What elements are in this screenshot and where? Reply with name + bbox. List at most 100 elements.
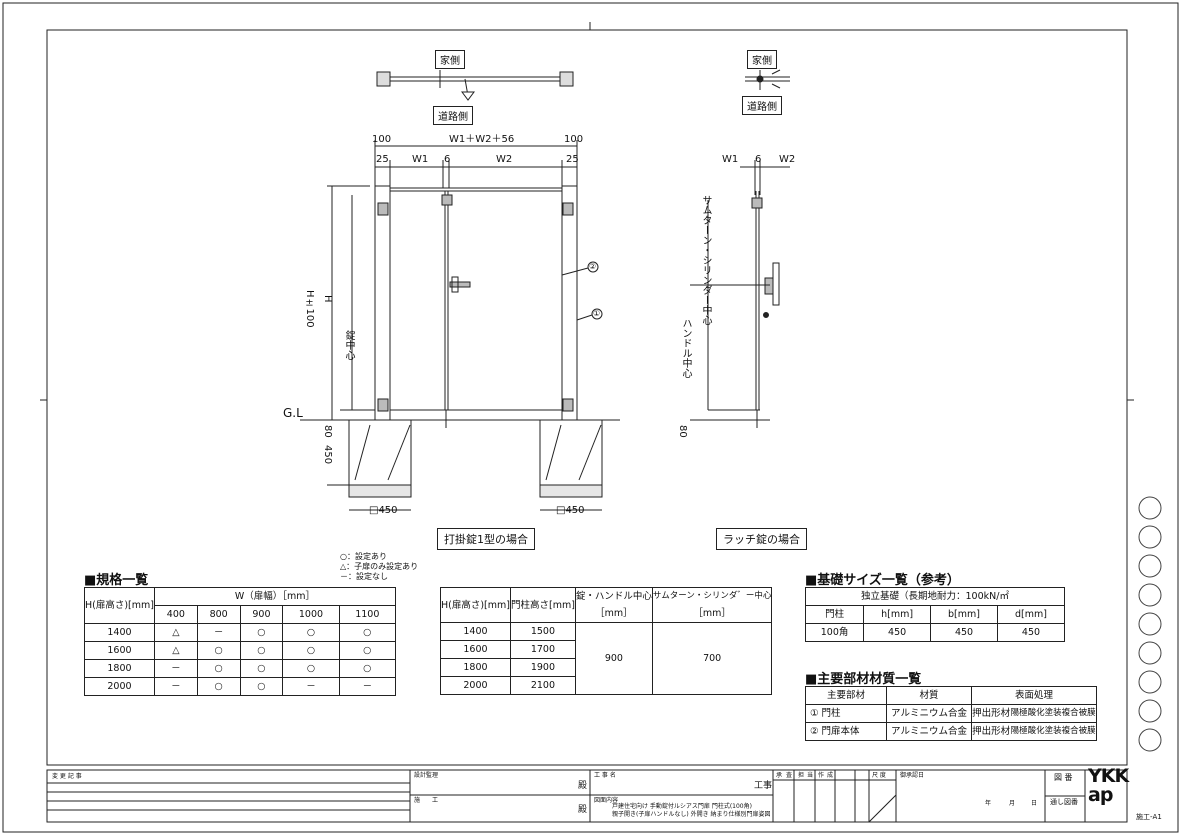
table-row: ② 門扉本体 アルミニウム合金 押出形材 陽極酸化塗装複合被膜 [805, 722, 1098, 741]
dim-80-right: 80 [677, 425, 688, 438]
ht-cell: 1900 [509, 658, 576, 677]
foundation-cell: 100角 [804, 623, 865, 642]
spec-w-header: W（扉幅）［mm］ [153, 587, 397, 606]
stamp-label: 担 [798, 772, 805, 779]
spec-cell: ○ [338, 623, 397, 642]
legend-set: ○：設定あり [340, 552, 387, 561]
foundation-size-right: □450 [556, 505, 585, 516]
plan-view-right [745, 69, 790, 90]
dim-h100: H±100 [304, 290, 315, 328]
table-row: 2000 2100 [440, 676, 772, 695]
legend-not-set: －：設定なし [340, 572, 388, 581]
foundation-header: b[mm] [930, 605, 998, 624]
legend-child-only: △：子扉のみ設定あり [340, 562, 419, 571]
callout-2: ② [589, 262, 597, 271]
spec-cell: ○ [239, 623, 284, 642]
lock-center-label: 錠中心 [343, 330, 354, 360]
materials-cell: 押出形材 [971, 704, 1011, 723]
drawing-content-2: 親子開き(子扉ハンドルなし) 外開き 納まり仕様別門扉姿図 [612, 811, 771, 818]
dim-100-right: 100 [564, 134, 584, 145]
foundation-cell: 450 [930, 623, 998, 642]
drawing-content-1: 戸建住宅向け 手動錠付ルシアス門扉 門柱式(100角) [612, 803, 752, 810]
ht-cell: 1700 [509, 640, 576, 659]
ht-cell: 2100 [509, 676, 576, 695]
table-row: 1800 － ○ ○ ○ ○ [84, 659, 397, 678]
spec-cell: ○ [239, 677, 284, 696]
table-row: 1600 △ ○ ○ ○ ○ [84, 641, 397, 660]
table-row: 1800 1900 [440, 658, 772, 677]
ht-cell: 1500 [509, 622, 576, 641]
honorific-2: 殿 [578, 805, 588, 815]
spec-width: 400 [153, 605, 198, 624]
dim-80: 80 [322, 425, 333, 438]
materials-cell: 陽極酸化塗装複合被膜 [1010, 704, 1098, 723]
spec-cell: △ [153, 623, 198, 642]
date-day: 日 [1031, 800, 1038, 807]
height-table: H(扉高さ)[mm] 門柱高さ[mm] 錠・ハンドル中心 サムターン・シリンダ゛… [440, 587, 773, 695]
revision-circles [1138, 496, 1162, 752]
table-row: 100角 450 450 450 [804, 623, 1066, 642]
spec-height: 1800 [84, 659, 155, 678]
house-side-label-right: 家側 [747, 50, 777, 69]
spec-cell: － [153, 659, 198, 678]
ht-lock-center: 900 [574, 622, 653, 695]
approval-date-label: 御承認日 [900, 772, 925, 779]
ledger-label: 通し図番 [1050, 798, 1078, 806]
table-row: 2000 － ○ ○ － － [84, 677, 397, 696]
ht-cell: 1600 [440, 640, 511, 659]
materials-cell: アルミニウム合金 [886, 704, 972, 723]
spec-width: 900 [239, 605, 284, 624]
dim-w1-right: W1 [722, 154, 739, 165]
sheet-code: 施工-A1 [1136, 813, 1162, 821]
dim-w2-left: W2 [496, 154, 513, 165]
spec-width: 1100 [338, 605, 397, 624]
spec-cell: ○ [196, 659, 241, 678]
spec-cell: ○ [196, 677, 241, 696]
dim-25-left: 25 [376, 154, 389, 165]
materials-cell: 押出形材 [971, 722, 1011, 741]
foundation-table: 独立基礎（長期地耐力：100kN/㎡ 門柱 h[mm] b[mm] d[mm] … [804, 587, 1066, 642]
spec-h-header: H(扉高さ)[mm] [84, 587, 155, 624]
table-row: 1400 1500 900 700 [440, 622, 773, 695]
foundation-header: h[mm] [863, 605, 932, 624]
elevation-left [300, 140, 620, 511]
ht-thumb-header: サムターン・シリンダ゛ー中心 [651, 587, 773, 605]
caption-left: 打掛錠1型の場合 [437, 528, 535, 550]
ht-lock-header: 錠・ハンドル中心 [574, 587, 653, 605]
drawing-frame [46, 29, 1128, 766]
foundation-header: d[mm] [996, 605, 1066, 624]
spec-cell: ○ [338, 659, 397, 678]
handle-center-label: ハンドル中心 [680, 318, 691, 378]
ht-h-header: H(扉高さ)[mm] [440, 587, 511, 623]
dim-w1-left: W1 [412, 154, 429, 165]
project-suffix: 工事 [754, 781, 773, 791]
spec-width: 800 [196, 605, 241, 624]
honorific-1: 殿 [578, 781, 588, 791]
materials-table: 主要部材 材質 表面処理 ① 門柱 アルミニウム合金 押出形材 陽極酸化塗装複合… [805, 686, 1098, 741]
stamp-label: 査 [786, 772, 793, 779]
ht-cell: 1800 [440, 658, 511, 677]
spec-cell: － [196, 623, 241, 642]
table-row: ① 門柱 アルミニウム合金 押出形材 陽極酸化塗装複合被膜 [805, 704, 1098, 723]
spec-cell: － [282, 677, 340, 696]
house-side-label-left: 家側 [435, 50, 465, 69]
dim-h: H [322, 295, 333, 303]
materials-cell: ② 門扉本体 [805, 722, 887, 741]
dim-25-right: 25 [566, 154, 579, 165]
spec-width: 1000 [282, 605, 340, 624]
dim-6-left: 6 [444, 154, 451, 165]
plan-view-left [376, 70, 574, 101]
spec-cell: ○ [196, 641, 241, 660]
materials-header: 材質 [886, 686, 972, 705]
spec-cell: ○ [282, 641, 340, 660]
spec-cell: ○ [338, 641, 397, 660]
spec-cell: － [153, 677, 198, 696]
foundation-size-left: □450 [369, 505, 398, 516]
spec-cell: △ [153, 641, 198, 660]
ht-thumb-unit: ［mm］ [651, 605, 773, 623]
dim-total-width: W1＋W2＋56 [449, 134, 515, 145]
spec-cell: ○ [282, 659, 340, 678]
stamp-label: 当 [807, 772, 814, 779]
table-row: 1400 △ － ○ ○ ○ [84, 623, 397, 642]
